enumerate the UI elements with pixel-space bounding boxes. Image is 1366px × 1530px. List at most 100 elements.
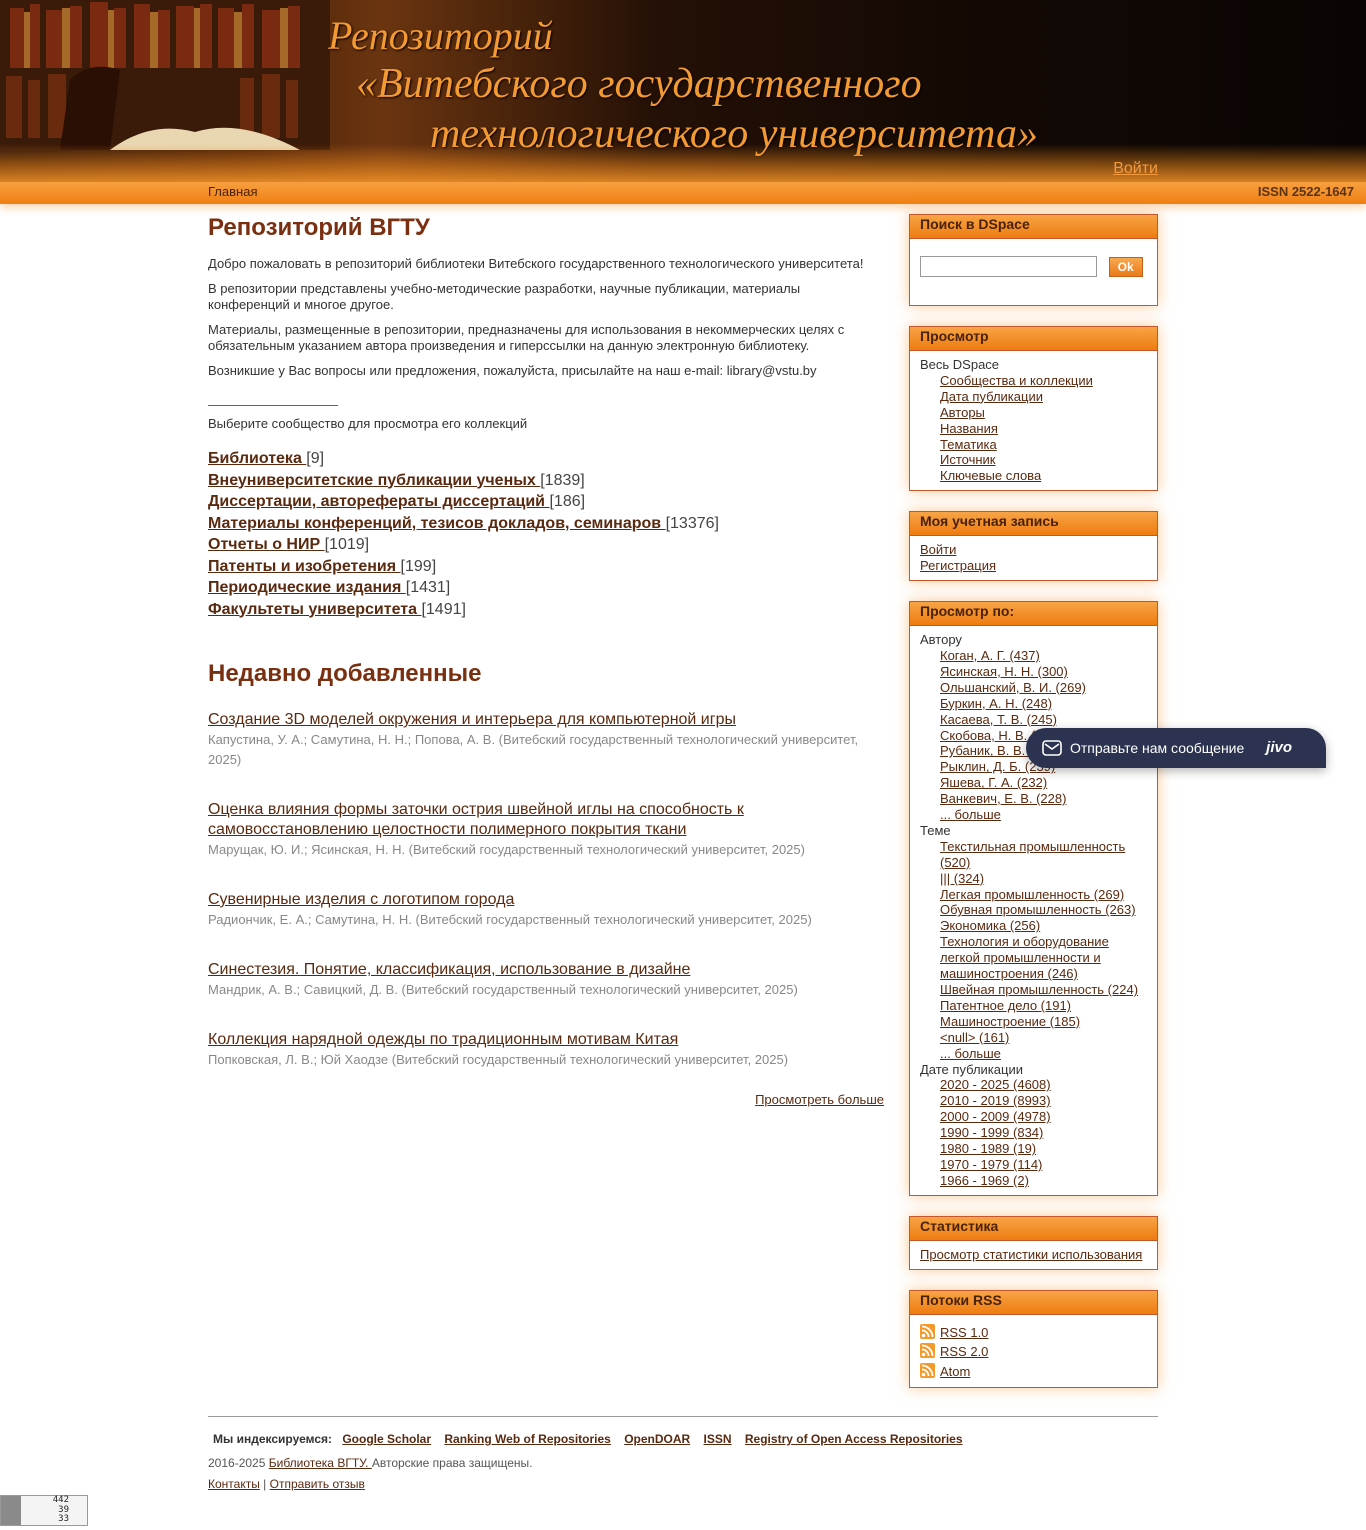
community-count: [1431] [405,579,451,596]
search-panel: Поиск в DSpace Ok [909,214,1158,306]
browse-link-titles[interactable]: Названия [940,420,998,436]
rss-icon [920,1323,935,1339]
facet-subject-link[interactable]: Технология и оборудование легкой промышл… [940,934,1109,982]
facet-subject-link[interactable]: ||| (324) [940,870,985,886]
browse-link-communities[interactable]: Сообщества и коллекции [940,372,1093,388]
indexer-link-opendoar[interactable]: OpenDOAR [624,1432,691,1446]
community-link[interactable]: Внеуниверситетские публикации ученых [208,471,541,489]
recent-item-title[interactable]: Синестезия. Понятие, классификация, испо… [208,961,691,978]
library-link[interactable]: Библиотека ВГТУ. [268,1456,372,1470]
rss-icon [920,1343,935,1359]
facet-author-more-link[interactable]: ... больше [940,807,1001,823]
account-login-link[interactable]: Войти [920,542,957,558]
stats-panel: Статистика Просмотр статистики использов… [909,1215,1158,1270]
community-link[interactable]: Факультеты университета [208,600,422,618]
counter-value: 39 [58,1504,69,1515]
browse-link-authors[interactable]: Авторы [940,404,985,420]
facet-subject-link[interactable]: <null> (161) [940,1029,1010,1045]
breadcrumb-home[interactable]: Главная [208,184,258,199]
indexers-row: Мы индексируемся: Google Scholar Ranking… [208,1417,1158,1446]
list-item: Библиотека [9] [208,448,884,470]
browse-by-panel-body: Автору Коган, А. Г. (437) Ясинская, Н. Н… [910,626,1157,1195]
facet-date-link[interactable]: 2000 - 2009 (4978) [940,1109,1051,1125]
recent-title: Недавно добавленные [208,660,482,687]
sidebar: Поиск в DSpace Ok Просмотр Весь DSpace С… [909,214,1158,1408]
facet-author-link[interactable]: Ольшанский, В. И. (269) [940,679,1086,695]
recent-item-meta: Радиончик, Е. А.; Самутина, Н. Н. (Витеб… [208,912,812,927]
recent-item-meta: Мандрик, А. В.; Савицкий, Д. В. (Витебск… [208,982,798,997]
list-item: Отчеты о НИР [1019] [208,534,884,556]
facet-subject-link[interactable]: Машиностроение (185) [940,1013,1081,1029]
community-link[interactable]: Диссертации, авторефераты диссертаций [208,493,550,510]
browse-link-date[interactable]: Дата публикации [940,388,1043,404]
indexer-link-google-scholar[interactable]: Google Scholar [342,1432,432,1446]
facet-author-link[interactable]: Ванкевич, Е. В. (228) [940,791,1067,807]
facet-author-link[interactable]: Рыклин, Д. Б. (239) [940,759,1056,775]
facet-date-link[interactable]: 1970 - 1979 (114) [940,1156,1043,1172]
intro-paragraph-1: Добро пожаловать в репозиторий библиотек… [208,256,864,271]
contacts-link[interactable]: Контакты [208,1477,260,1491]
facet-subject-link[interactable]: Легкая промышленность (269) [940,886,1125,902]
feedback-link[interactable]: Отправить отзыв [269,1477,365,1491]
banner-title-line1: Репозиторий [328,13,553,58]
atom-link[interactable]: Atom [940,1363,971,1379]
facet-subject-label: Теме [920,822,951,838]
browse-scope: Весь DSpace [920,357,1000,372]
list-item: Периодические издания [1431] [208,577,884,599]
search-input[interactable] [920,256,1097,277]
community-count: [1491] [421,600,466,618]
account-register-link[interactable]: Регистрация [920,558,996,574]
community-count: [9] [306,450,325,467]
login-link[interactable]: Войти [1113,160,1158,177]
community-count: [1839] [540,471,585,489]
footer-links: Контакты | Отправить отзыв [208,1477,1158,1491]
facet-date-link[interactable]: 1990 - 1999 (834) [940,1125,1044,1141]
search-button[interactable]: Ok [1108,256,1143,277]
community-link[interactable]: Библиотека [208,450,307,467]
facet-subject-link[interactable]: Швейная промышленность (224) [940,982,1139,997]
chat-widget[interactable]: Отправьте нам сообщение jivo [1026,728,1326,768]
rss-icon [920,1362,935,1378]
recent-item-title[interactable]: Создание 3D моделей окружения и интерьер… [208,711,736,728]
breadcrumb-bar: Главная ISSN 2522-1647 [0,182,1366,204]
facet-author-link[interactable]: Коган, А. Г. (437) [940,647,1040,663]
browse-link-keywords[interactable]: Ключевые слова [940,468,1042,484]
list-item: Материалы конференций, тезисов докладов,… [208,513,884,535]
recent-item: Коллекция нарядной одежды по традиционны… [208,1030,884,1070]
facet-date-link[interactable]: 2020 - 2025 (4608) [940,1077,1051,1093]
facet-author-link[interactable]: Касаева, Т. В. (245) [940,711,1057,727]
browse-link-source[interactable]: Источник [940,452,996,468]
community-link[interactable]: Периодические издания [208,579,406,596]
rss-2-link[interactable]: RSS 2.0 [940,1344,989,1360]
usage-stats-link[interactable]: Просмотр статистики использования [920,1246,1143,1262]
facet-subject-link[interactable]: Обувная промышленность (263) [940,902,1136,918]
facet-subject-link[interactable]: Патентное дело (191) [940,997,1072,1013]
rss-1-link[interactable]: RSS 1.0 [940,1324,989,1340]
community-link[interactable]: Материалы конференций, тезисов докладов,… [208,514,666,532]
facet-date-link[interactable]: 1980 - 1989 (19) [940,1141,1037,1157]
facet-author-link[interactable]: Ясинская, Н. Н. (300) [940,663,1068,679]
view-more-link[interactable]: Просмотреть больше [755,1092,884,1107]
community-link[interactable]: Отчеты о НИР [208,536,325,553]
recent-item-title[interactable]: Оценка влияния формы заточки острия швей… [208,801,744,838]
community-link[interactable]: Патенты и изобретения [208,557,401,575]
issn-label: ISSN 2522-1647 [1257,184,1354,199]
facet-subject-link[interactable]: Экономика (256) [940,918,1041,934]
account-panel-title: Моя учетная запись [910,512,1157,537]
recent-item-title[interactable]: Сувенирные изделия с логотипом города [208,891,515,908]
browse-link-subjects[interactable]: Тематика [940,436,997,452]
facet-date-link[interactable]: 2010 - 2019 (8993) [940,1093,1051,1109]
indexer-link-issn[interactable]: ISSN [703,1432,732,1446]
community-count: [186] [549,493,586,510]
facet-subject-link[interactable]: Текстильная промышленность (520) [940,838,1126,870]
visit-counter[interactable]: 442 39 33 [0,1495,88,1526]
facet-date-link[interactable]: 1966 - 1969 (2) [940,1172,1029,1188]
stats-panel-title: Статистика [910,1216,1157,1241]
facet-author-link[interactable]: Буркин, А. Н. (248) [940,695,1053,711]
recent-item-title[interactable]: Коллекция нарядной одежды по традиционны… [208,1031,679,1048]
facet-subject-more-link[interactable]: ... больше [940,1045,1001,1061]
indexer-link-roar[interactable]: Registry of Open Access Repositories [744,1432,963,1446]
account-panel-body: Войти Регистрация [910,536,1157,580]
facet-author-link[interactable]: Яшева, Г. А. (232) [940,775,1048,791]
indexer-link-ranking-web[interactable]: Ranking Web of Repositories [444,1432,611,1446]
